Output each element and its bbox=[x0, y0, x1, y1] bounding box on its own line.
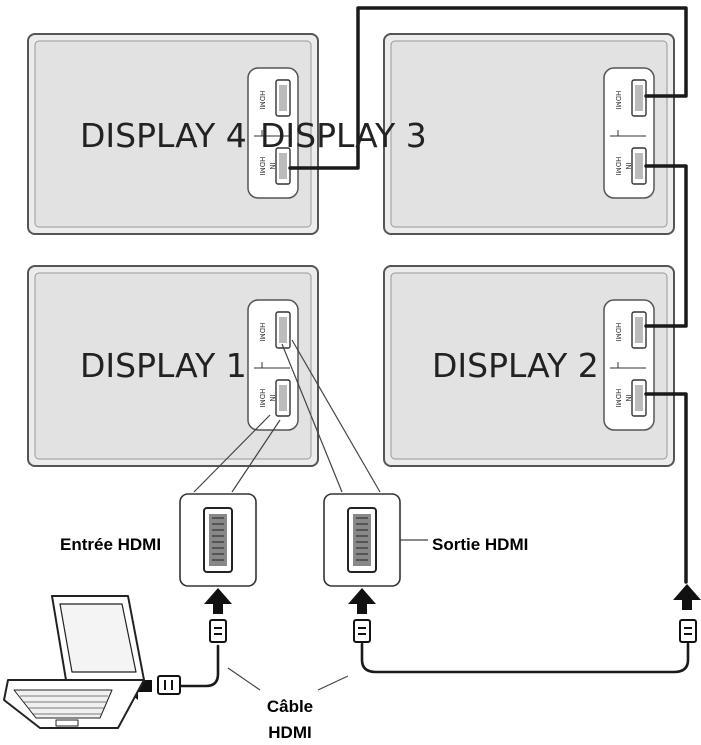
cable-d2-out-to-d3-in bbox=[644, 164, 688, 328]
display-2-port-label-in: IN bbox=[624, 394, 632, 401]
callout-line-cable-left bbox=[227, 667, 261, 691]
entree-hdmi-label: Entrée HDMI bbox=[60, 535, 161, 554]
entree-hdmi-magnified-port bbox=[179, 493, 257, 587]
cable-to-d2-in bbox=[644, 392, 688, 584]
laptop-plug-icon bbox=[157, 675, 181, 695]
display-2-label: DISPLAY 2 bbox=[432, 346, 599, 385]
sortie-hdmi-label: Sortie HDMI bbox=[432, 535, 528, 554]
display-3-port-label-hdmi-out: HDMI bbox=[614, 91, 622, 110]
entree-plug-icon bbox=[209, 619, 227, 643]
callout-line-cable-right bbox=[317, 675, 349, 691]
cable-d3-out-to-d4-in bbox=[288, 6, 688, 170]
display-2-port-label-hdmi-out: HDMI bbox=[614, 323, 622, 342]
display-1-port-label-hdmi-in: HDMI bbox=[258, 389, 266, 408]
display-1-label: DISPLAY 1 bbox=[80, 346, 247, 385]
callout-line-entree-right bbox=[231, 419, 281, 493]
sortie-plug-icon bbox=[353, 619, 371, 643]
display-4 bbox=[27, 33, 319, 235]
callout-line-sortie-right bbox=[291, 339, 381, 493]
cable-label-line1: Câble bbox=[267, 697, 313, 716]
display-2 bbox=[383, 265, 675, 467]
display-4-port-label-hdmi-in: HDMI bbox=[258, 157, 266, 176]
display-1 bbox=[27, 265, 319, 467]
laptop-icon bbox=[3, 595, 145, 729]
callout-line-sortie-left bbox=[281, 343, 343, 493]
display-2-port-label-hdmi-in: HDMI bbox=[614, 389, 622, 408]
display-4-hdmi-out-port[interactable] bbox=[275, 79, 291, 117]
display-1-hdmi-in-port[interactable] bbox=[275, 379, 291, 417]
display-1-port-label-hdmi-out: HDMI bbox=[258, 323, 266, 342]
display-1-port-label-in: IN bbox=[268, 394, 276, 401]
display-2-hdmi-out-port[interactable] bbox=[631, 311, 647, 349]
callout-line-entree-left bbox=[193, 414, 271, 493]
display-3-hdmi-in-port[interactable] bbox=[631, 147, 647, 185]
sortie-arrow-icon bbox=[348, 588, 376, 614]
sortie-hdmi-magnified-port bbox=[323, 493, 401, 587]
display-4-port-label-in: IN bbox=[268, 162, 276, 169]
display-1-hdmi-out-port[interactable] bbox=[275, 311, 291, 349]
display-3-port-label-in: IN bbox=[624, 162, 632, 169]
cable-sortie-to-d2 bbox=[360, 642, 690, 674]
display-4-label: DISPLAY 4 bbox=[80, 116, 247, 155]
display-3-label: DISPLAY 3 bbox=[260, 116, 427, 155]
display-4-hdmi-in-port[interactable] bbox=[275, 147, 291, 185]
display-2-port-panel: HDMI IN HDMI bbox=[603, 299, 655, 431]
display-3-hdmi-out-port[interactable] bbox=[631, 79, 647, 117]
display-2-hdmi-in-port[interactable] bbox=[631, 379, 647, 417]
display-4-port-panel: HDMI IN HDMI bbox=[247, 67, 299, 199]
display-2-arrow-icon bbox=[673, 584, 701, 610]
display-3-port-label-hdmi-in: HDMI bbox=[614, 157, 622, 176]
display-4-port-label-hdmi-out: HDMI bbox=[258, 91, 266, 110]
display-2-plug-icon bbox=[679, 619, 697, 643]
cable-laptop-to-entree bbox=[178, 644, 220, 688]
display-3-port-panel: HDMI IN HDMI bbox=[603, 67, 655, 199]
display-3 bbox=[383, 33, 675, 235]
cable-label-line2: HDMI bbox=[268, 723, 311, 742]
entree-arrow-icon bbox=[204, 588, 232, 614]
